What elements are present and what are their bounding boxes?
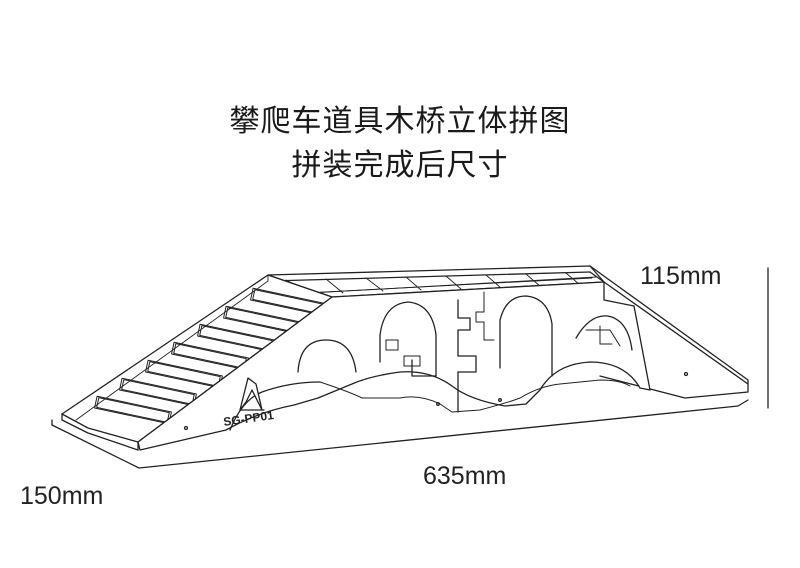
arch-right	[575, 315, 633, 351]
arch-middle-right	[499, 295, 553, 377]
arch-middle-left	[379, 301, 437, 377]
base-plate	[51, 399, 749, 469]
length-dimension: 635mm	[423, 462, 507, 490]
height-dimension: 115mm	[640, 262, 722, 290]
diagram-title: 攀爬车道具木桥立体拼图	[229, 104, 571, 139]
side-panel	[137, 281, 651, 451]
right-ramp	[589, 265, 749, 399]
arch-left	[297, 339, 357, 373]
logo-icon	[239, 377, 265, 411]
diagram-subtitle: 拼装完成后尺寸	[291, 148, 509, 183]
panel-joint	[457, 299, 477, 413]
width-dimension: 150mm	[20, 482, 104, 510]
